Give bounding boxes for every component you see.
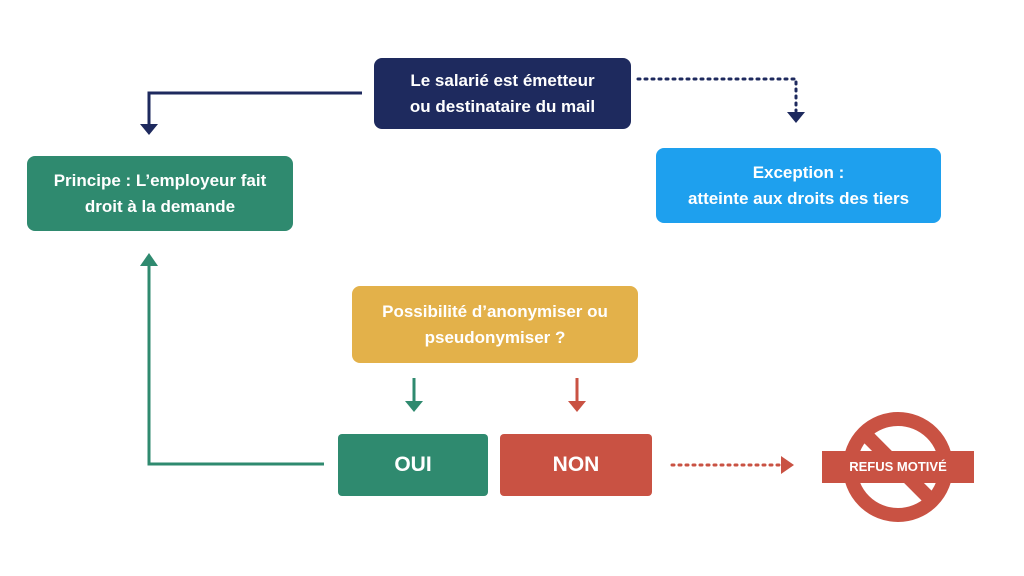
oui-label: OUI [394,453,432,476]
edge-non-to-refus [670,456,794,474]
edge-source-to-exception [636,77,805,123]
arrowhead-down-icon [405,401,423,412]
non-label: NON [552,453,600,476]
arrowhead-right-icon [781,456,794,474]
arrowhead-up-icon [140,253,158,266]
question-node-line2: pseudonymiser ? [424,327,566,347]
arrowhead-down-icon [568,401,586,412]
edge-question-to-non [568,378,586,412]
oui-node: OUI [338,434,488,496]
principe-node: Principe : L’employeur fait droit à la d… [27,156,293,231]
source-node-line1: Le salarié est émetteur [410,70,595,90]
exception-node-line2: atteinte aux droits des tiers [687,188,910,208]
principe-node-line1: Principe : L’employeur fait [53,170,267,190]
exception-node-line1: Exception : [752,162,845,182]
exception-node: Exception : atteinte aux droits des tier… [656,148,941,223]
edge-question-to-oui [405,378,423,412]
edge-source-to-principe [140,91,362,135]
refus-label: REFUS MOTIVÉ [822,451,974,483]
arrowhead-down-icon [787,112,805,123]
source-node-line2: ou destinataire du mail [409,96,596,116]
question-node: Possibilité d’anonymiser ou pseudonymise… [352,286,638,363]
principe-node-line2: droit à la demande [84,196,236,216]
arrowhead-down-icon [140,124,158,135]
edge-oui-to-principe [140,253,324,466]
source-node: Le salarié est émetteur ou destinataire … [374,58,631,129]
non-node: NON [500,434,652,496]
question-node-line1: Possibilité d’anonymiser ou [382,301,608,321]
